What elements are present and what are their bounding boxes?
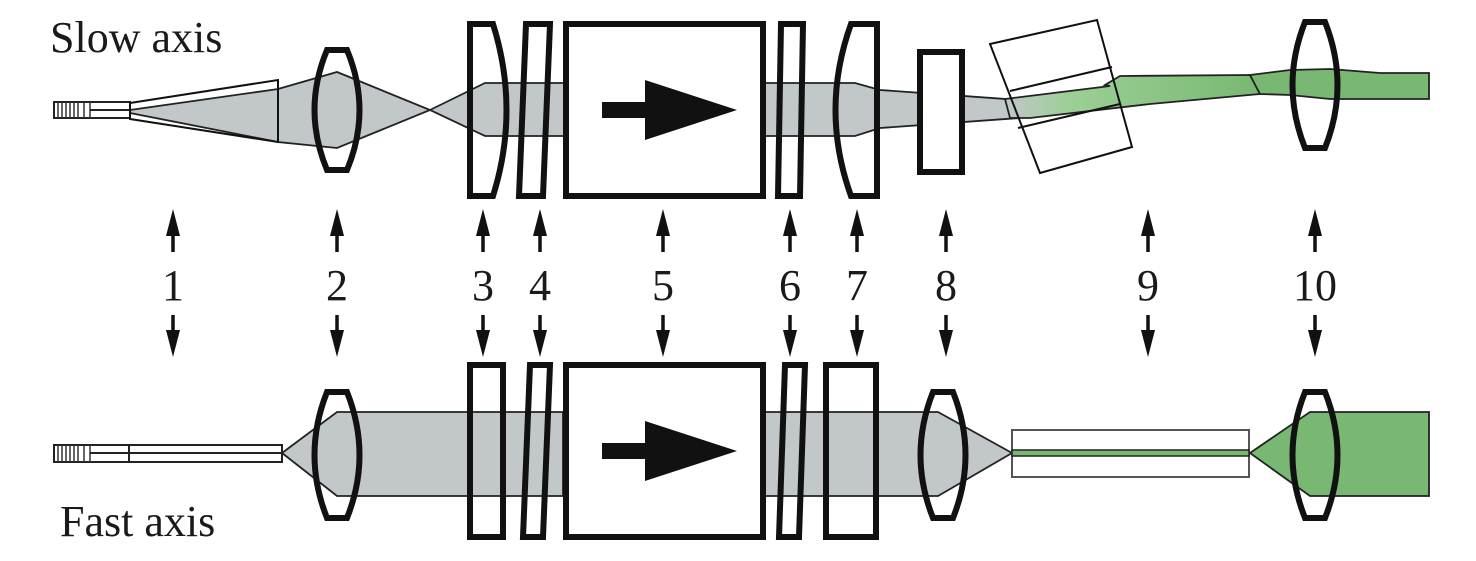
component-3-fast <box>467 362 506 540</box>
component-number: 6 <box>779 261 801 310</box>
component-label-3: 3 <box>472 209 494 357</box>
component-label-2: 2 <box>326 209 348 357</box>
component-label-1: 1 <box>162 209 184 357</box>
arrow-up-icon <box>850 209 864 252</box>
component-number: 4 <box>529 261 551 310</box>
component-8-slow <box>917 49 965 175</box>
arrow-down-icon <box>533 315 547 357</box>
component-label-7: 7 <box>846 209 868 357</box>
fast-axis-row <box>53 362 1430 540</box>
component-7-fast <box>823 362 879 540</box>
component-number: 8 <box>935 261 957 310</box>
arrow-up-icon <box>533 209 547 252</box>
component-3-slow <box>467 21 510 199</box>
arrow-up-icon <box>166 209 180 252</box>
arrow-up-icon <box>476 209 490 252</box>
arrow-down-icon <box>1308 315 1322 357</box>
component-label-6: 6 <box>779 209 801 357</box>
component-labels: 1 2 3 4 5 6 7 8 9 10 <box>162 209 1337 357</box>
slow-axis-row <box>53 18 1430 199</box>
component-4-slow <box>515 21 554 199</box>
arrow-down-icon <box>850 315 864 357</box>
component-1-slow <box>53 78 279 144</box>
component-9-slow-crystal <box>988 18 1134 175</box>
component-6-slow <box>774 21 807 199</box>
component-label-8: 8 <box>935 209 957 357</box>
fast-axis-label: Fast axis <box>60 497 215 546</box>
arrow-down-icon <box>330 315 344 357</box>
component-10-fast-lens <box>1289 389 1341 521</box>
slow-beam-crystal <box>1003 74 1262 119</box>
component-number: 2 <box>326 261 348 310</box>
arrow-up-icon <box>939 209 953 252</box>
arrow-down-icon <box>783 315 797 357</box>
arrow-down-icon <box>1141 315 1155 357</box>
component-number: 9 <box>1137 261 1159 310</box>
component-number: 7 <box>846 261 868 310</box>
fast-beam-pump <box>280 411 564 497</box>
slow-axis-label: Slow axis <box>50 13 222 62</box>
isolator-direction-arrow-icon <box>602 80 737 140</box>
isolator-direction-arrow-icon <box>602 421 737 481</box>
component-9-fast-crystal <box>1011 429 1250 478</box>
component-1-fast <box>53 444 283 463</box>
arrow-down-icon <box>166 315 180 357</box>
component-2-slow-lens <box>311 47 363 173</box>
component-8-fast-lens <box>917 389 969 521</box>
component-label-4: 4 <box>529 209 551 357</box>
component-number: 10 <box>1293 261 1337 310</box>
component-label-9: 9 <box>1137 209 1159 357</box>
arrow-down-icon <box>476 315 490 357</box>
component-label-5: 5 <box>652 209 674 357</box>
component-number: 1 <box>162 261 184 310</box>
slow-beam-divergent <box>129 87 279 144</box>
arrow-up-icon <box>783 209 797 252</box>
component-4-fast <box>519 362 554 540</box>
component-number: 5 <box>652 261 674 310</box>
arrow-down-icon <box>656 315 670 357</box>
component-label-10: 10 <box>1293 209 1337 357</box>
arrow-up-icon <box>1141 209 1155 252</box>
component-7-slow <box>832 21 880 199</box>
component-6-fast <box>775 362 809 540</box>
arrow-up-icon <box>1308 209 1322 252</box>
component-10-slow-lens <box>1289 19 1341 151</box>
arrow-up-icon <box>656 209 670 252</box>
component-number: 3 <box>472 261 494 310</box>
arrow-down-icon <box>939 315 953 357</box>
component-2-fast-lens <box>311 389 363 521</box>
arrow-up-icon <box>330 209 344 252</box>
